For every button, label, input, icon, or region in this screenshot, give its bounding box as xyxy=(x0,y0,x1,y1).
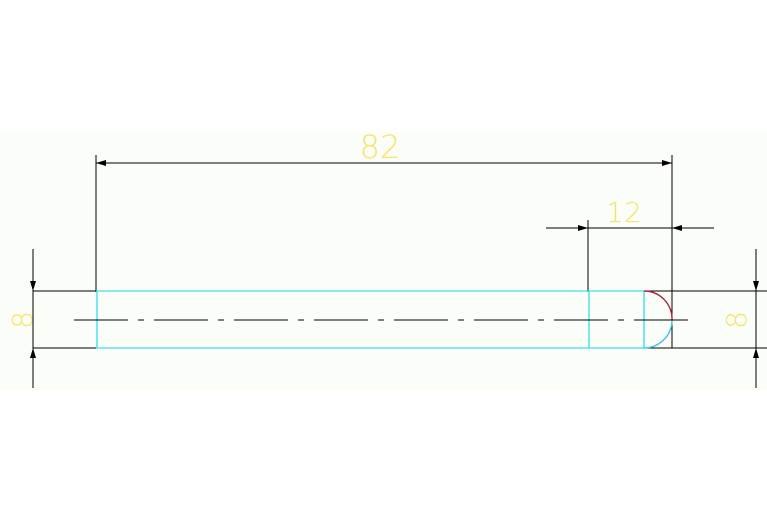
end-length-dimension: 12 xyxy=(546,196,714,292)
overall-length-dimension: 82 xyxy=(95,128,673,348)
dimension-text-12: 12 xyxy=(606,196,642,229)
dimension-text-82: 82 xyxy=(360,128,401,166)
height-dimension-left: 8 xyxy=(6,249,39,388)
dimension-text-8-left: 8 xyxy=(6,311,39,329)
drawing-area xyxy=(0,132,767,390)
end-arc-top xyxy=(643,290,673,321)
end-arc-bottom xyxy=(643,319,673,349)
height-dimension-right: 8 xyxy=(720,249,759,388)
dimension-text-8-right: 8 xyxy=(720,311,753,329)
